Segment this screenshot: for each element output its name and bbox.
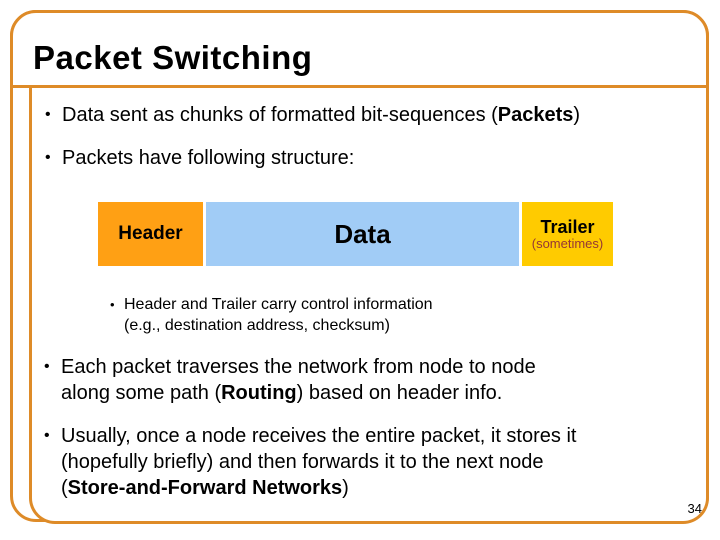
- bullet-3-line-2-pre: along some path (: [61, 382, 222, 404]
- sub-bullet-line-1: Header and Trailer carry control informa…: [124, 296, 433, 313]
- title-bar: [10, 10, 709, 88]
- bullet-4-line-3: (Store-and-Forward Networks): [61, 475, 576, 501]
- sub-bullet-text: Header and Trailer carry control informa…: [110, 294, 433, 336]
- packet-header-label: Header: [118, 223, 183, 244]
- bullet-2-text: Packets have following structure:: [62, 147, 355, 169]
- bullet-3-text: Each packet traverses the network from n…: [44, 354, 536, 406]
- bullet-4-line-3-post: ): [342, 477, 349, 499]
- bullet-marker: •: [44, 358, 50, 375]
- bullet-item-4: • Usually, once a node receives the enti…: [44, 423, 576, 501]
- packet-header-box: Header: [98, 202, 203, 266]
- bullet-3-line-2-post: ) based on header info.: [296, 382, 503, 404]
- bullet-4-line-3-pre: (: [61, 477, 68, 499]
- bullet-marker: •: [45, 106, 51, 123]
- packet-data-box: Data: [206, 202, 519, 266]
- content-panel: [29, 88, 709, 524]
- bullet-4-bold-term: Store-and-Forward Networks: [67, 477, 343, 499]
- sub-bullet-line-2: (e.g., destination address, checksum): [124, 317, 390, 334]
- page-number: 34: [687, 501, 702, 516]
- bullet-item-2: • Packets have following structure:: [45, 145, 354, 171]
- bullet-4-line-2: (hopefully briefly) and then forwards it…: [61, 451, 544, 473]
- sub-bullet-item: • Header and Trailer carry control infor…: [110, 294, 433, 336]
- bullet-marker: •: [45, 149, 51, 166]
- packet-data-label: Data: [334, 218, 391, 249]
- bullet-marker: •: [110, 297, 115, 312]
- bullet-3-line-1: Each packet traverses the network from n…: [61, 356, 536, 378]
- bullet-4-line-1: Usually, once a node receives the entire…: [61, 425, 577, 447]
- packet-trailer-label: Trailer: [540, 216, 595, 237]
- packet-trailer-note: (sometimes): [531, 235, 604, 251]
- bullet-1-text-end: ): [573, 104, 581, 126]
- bullet-1-bold-term: Packets: [497, 104, 574, 126]
- bullet-4-text: Usually, once a node receives the entire…: [44, 423, 576, 501]
- bullet-3-bold-term: Routing: [221, 382, 297, 404]
- bullet-3-line-2: along some path (Routing) based on heade…: [61, 380, 536, 406]
- packet-trailer-box: Trailer (sometimes): [522, 202, 613, 266]
- page-title: Packet Switching: [33, 39, 313, 76]
- bullet-text: Data sent as chunks of formatted bit-seq…: [45, 102, 580, 128]
- bullet-item-1: • Data sent as chunks of formatted bit-s…: [45, 102, 580, 128]
- bullet-item-3: • Each packet traverses the network from…: [44, 354, 536, 406]
- bullet-marker: •: [44, 427, 50, 444]
- bullet-1-text: Data sent as chunks of formatted bit-seq…: [62, 104, 498, 126]
